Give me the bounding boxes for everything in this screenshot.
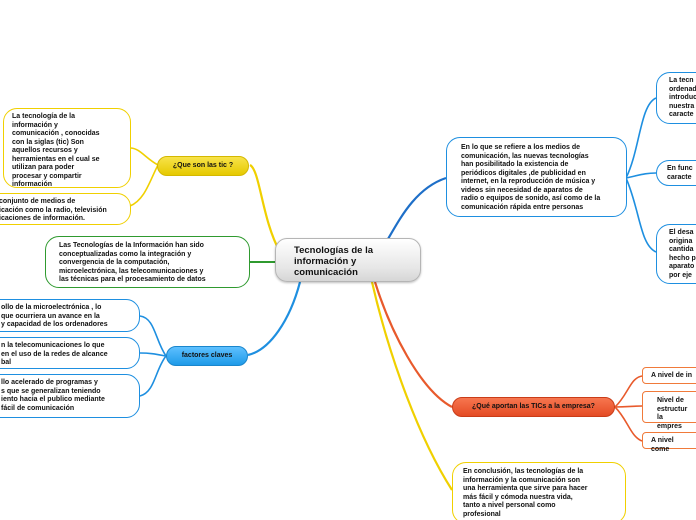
link-factores-f2 — [139, 352, 167, 357]
link-factores-f1 — [139, 315, 167, 357]
factores-claves-node[interactable]: factores claves — [166, 346, 248, 366]
link-queson-def2 — [129, 164, 159, 207]
link-central-conclusion — [370, 281, 453, 491]
aportan-empresa-node[interactable]: ¿Qué aportan las TICs a la empresa? — [452, 397, 615, 417]
que-son-tic-node[interactable]: ¿Que son las tic ? — [157, 156, 249, 176]
link-factores-f3 — [139, 355, 167, 397]
right-sub-node-2[interactable]: En func caracte — [656, 160, 696, 186]
link-queson-def1 — [129, 147, 159, 166]
medios-comunicacion-node[interactable]: En lo que se refiere a los medios de com… — [446, 137, 627, 217]
factor-microelectronica-node[interactable]: ollo de la microelectrónica , lo que ocu… — [0, 299, 140, 332]
central-topic[interactable]: Tecnologías de la información y comunica… — [275, 238, 421, 282]
link-aportan-a2 — [614, 405, 643, 408]
link-refiere-r2 — [625, 172, 657, 179]
aporte-nivel-comercial-node[interactable]: A nivel come — [642, 432, 696, 453]
definicion-tic-node[interactable]: La tecnología de la información y comuni… — [3, 108, 131, 188]
factor-programas-node[interactable]: llo acelerado de programas y s que se ge… — [0, 374, 140, 418]
link-central-queson — [249, 164, 281, 253]
conclusion-node[interactable]: En conclusión, las tecnologías de la inf… — [452, 462, 626, 520]
right-sub-node-1[interactable]: La tecn ordenad introduc nuestra caracte — [656, 72, 696, 124]
link-refiere-r3 — [625, 177, 657, 253]
aporte-nivel-estructura-node[interactable]: Nivel de estructur la empres — [642, 391, 696, 430]
conjunto-medios-node[interactable]: conjunto de medios de icación como la ra… — [0, 193, 131, 225]
integracion-node[interactable]: Las Tecnologías de la Información han si… — [45, 236, 250, 288]
aporte-nivel-informacion-node[interactable]: A nivel de in — [642, 367, 696, 384]
right-sub-node-3[interactable]: El desa origina cantida hecho p aparato … — [656, 224, 696, 284]
factor-telecomunicaciones-node[interactable]: n la telecomunicaciones lo que en el uso… — [0, 337, 140, 369]
link-refiere-r1 — [625, 97, 657, 179]
link-aportan-a3 — [614, 406, 643, 442]
link-central-aportan — [373, 281, 453, 408]
link-aportan-a1 — [614, 375, 643, 408]
link-central-factores — [247, 281, 302, 357]
